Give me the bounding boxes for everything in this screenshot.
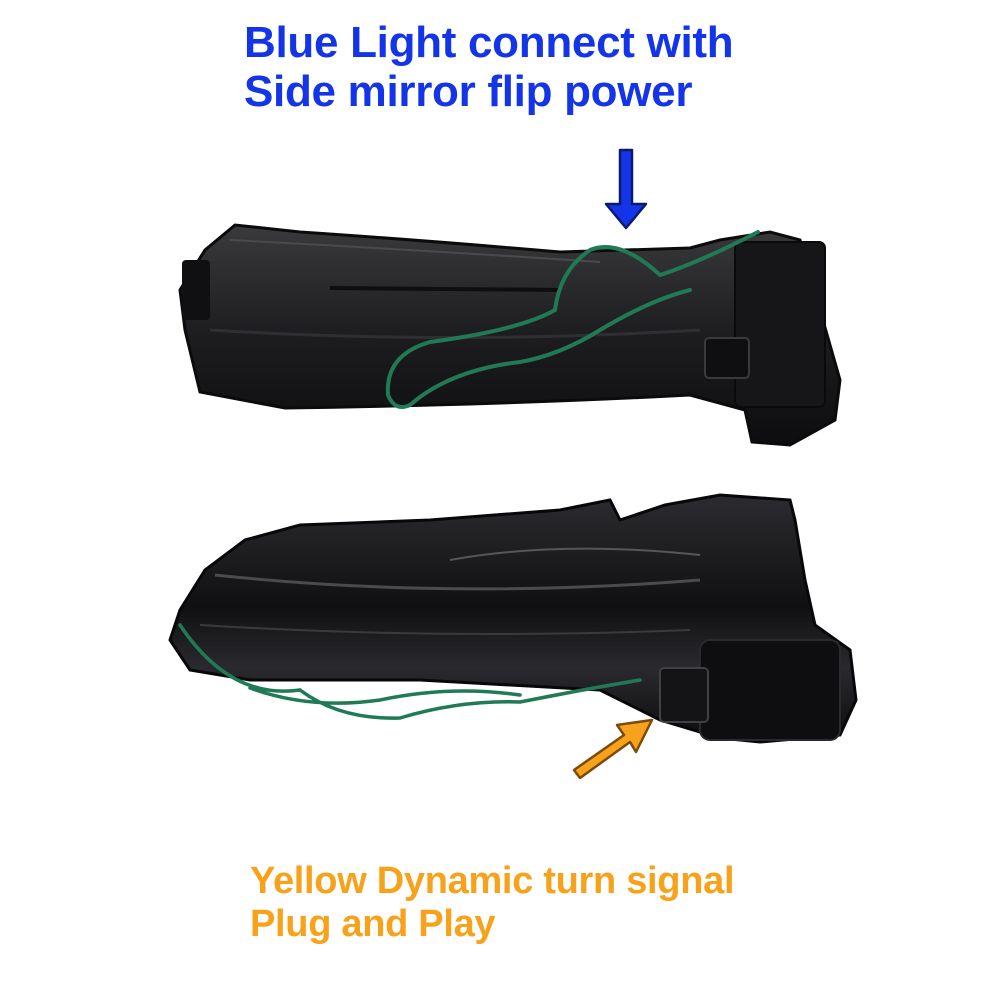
upper-green-wire [385,230,760,409]
blue-caption-line-2: Side mirror flip power [244,67,693,117]
diagonal-arrow-icon [572,718,654,780]
lower-turn-signal-module [168,493,858,744]
lower-green-wire [178,623,642,720]
upper-mirror-module [178,223,842,447]
yellow-caption-line-1: Yellow Dynamic turn signal [250,860,735,902]
blue-caption-line-1: Blue Light connect with [244,18,734,67]
yellow-signal-caption: Yellow Dynamic turn signal Plug and Play [250,860,735,945]
down-arrow-icon [604,148,648,230]
lower-connector [659,667,709,723]
yellow-caption-line-2: Plug and Play [250,902,496,945]
upper-connector [704,337,750,379]
blue-light-caption: Blue Light connect with Side mirror flip… [244,18,734,117]
